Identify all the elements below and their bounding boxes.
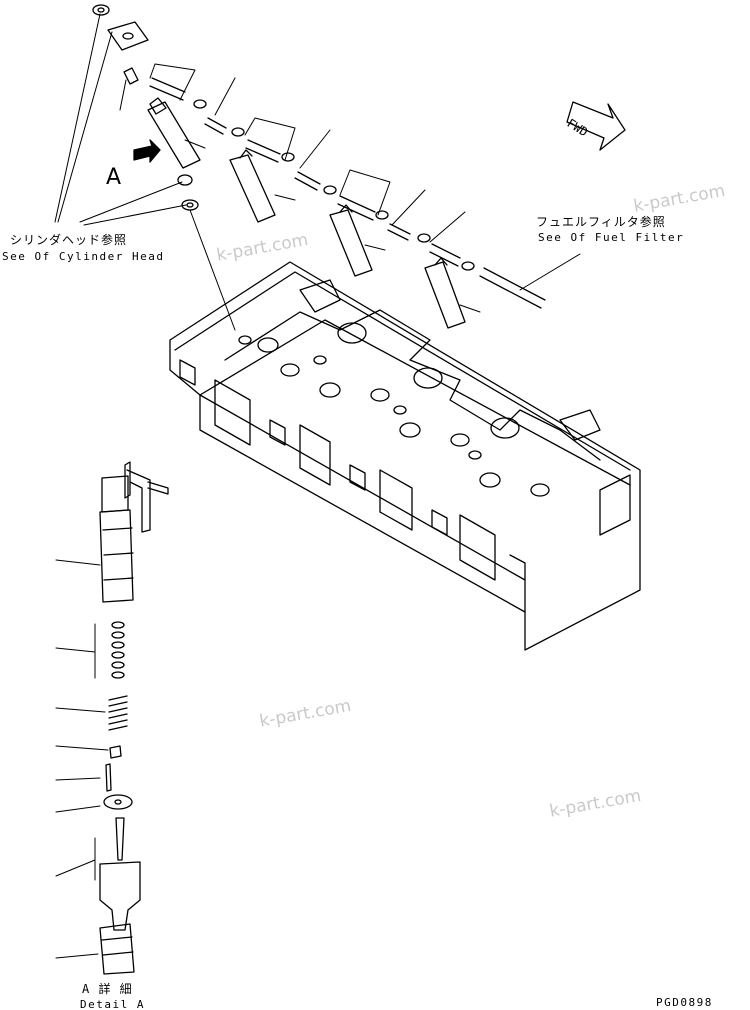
- leak-off-parts: [149, 77, 546, 309]
- fuel-filter-ref-jp: フュエルフィルタ参照: [536, 215, 666, 229]
- cylinder-head: [169, 261, 641, 651]
- view-a-arrow: [133, 139, 161, 163]
- drawing-code: PGD0898: [656, 996, 713, 1009]
- fwd-direction-marker: [566, 101, 626, 151]
- cylinder-head-ref-en: See Of Cylinder Head: [2, 250, 165, 263]
- cylinder-head-ref-jp: シリンダヘッド参照: [10, 233, 128, 247]
- detail-a-title-en: Detail A: [80, 998, 145, 1010]
- view-a-label: A: [106, 165, 122, 190]
- detail-a-title-jp: A 詳 細: [82, 982, 133, 996]
- injectors: [147, 97, 466, 329]
- leader-lines: [54, 13, 581, 959]
- fuel-filter-ref-en: See Of Fuel Filter: [538, 231, 685, 244]
- detail-a-exploded-injector: [99, 461, 169, 975]
